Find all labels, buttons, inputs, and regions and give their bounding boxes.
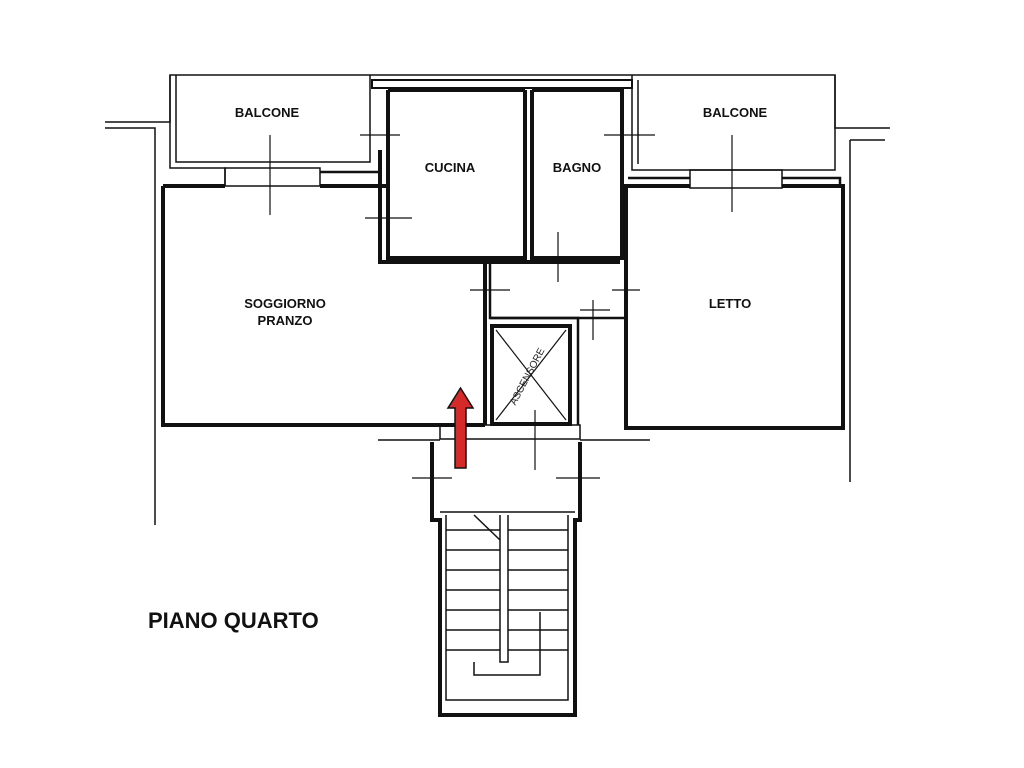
balcone-right-label: BALCONE xyxy=(703,105,768,120)
balcone-right xyxy=(628,75,842,212)
ascensore: ASCENSORE xyxy=(490,324,572,426)
balcone-left xyxy=(169,75,382,215)
ascensore-label: ASCENSORE xyxy=(508,346,547,407)
site-lines xyxy=(105,74,890,525)
staircase-icon xyxy=(445,514,569,701)
letto-label: LETTO xyxy=(709,296,751,311)
floor-title: PIANO QUARTO xyxy=(148,608,319,633)
bagno-label: BAGNO xyxy=(553,160,601,175)
soggiorno-label: SOGGIORNO xyxy=(244,296,326,311)
disimpegno xyxy=(470,262,626,425)
balcone-left-label: BALCONE xyxy=(235,105,300,120)
cucina-label: CUCINA xyxy=(425,160,476,175)
letto xyxy=(612,184,845,430)
soggiorno-pranzo xyxy=(161,184,487,427)
service-block xyxy=(360,79,655,282)
elevator-cross-icon xyxy=(495,329,567,421)
landing xyxy=(378,410,650,717)
entry-arrow-icon xyxy=(446,386,475,469)
pranzo-label: PRANZO xyxy=(258,313,313,328)
